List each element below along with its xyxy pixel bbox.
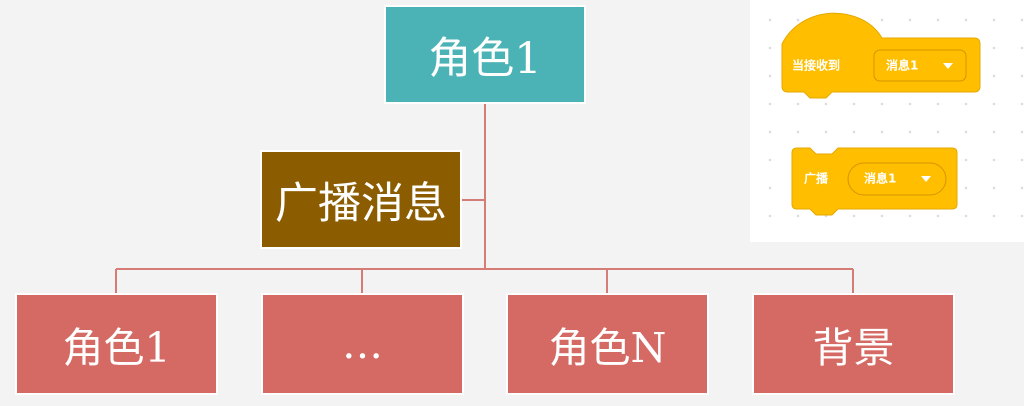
child-node-sprite-1: 角色1 <box>15 293 218 395</box>
hat-block-message-dropdown[interactable]: 消息1 <box>873 49 967 82</box>
broadcast-stack-block[interactable]: 广播 消息1 <box>791 147 958 216</box>
broadcast-block-label: 广播 <box>804 171 829 186</box>
child-node-label: 角色1 <box>62 324 171 372</box>
broadcast-block-dropdown-value: 消息1 <box>864 171 896 186</box>
hat-block-label: 当接收到 <box>792 58 840 73</box>
child-node-ellipsis: … <box>261 293 464 395</box>
child-node-label: 背景 <box>812 324 895 372</box>
top-node-sprite: 角色1 <box>384 5 586 104</box>
triangle-down-icon <box>921 176 931 182</box>
when-i-receive-hat-block[interactable]: 当接收到 消息1 <box>781 12 981 99</box>
top-node-label: 角色1 <box>428 33 542 84</box>
child-node-sprite-n: 角色N <box>506 293 709 395</box>
broadcast-block-message-dropdown[interactable]: 消息1 <box>847 162 947 196</box>
scratch-blocks-panel: 当接收到 消息1 广播 消息1 <box>750 0 1024 242</box>
broadcast-node-label: 广播消息 <box>275 178 447 229</box>
child-node-backdrop: 背景 <box>752 293 955 395</box>
child-node-label: … <box>342 320 383 368</box>
child-node-label: 角色N <box>548 324 667 372</box>
triangle-down-icon <box>943 63 953 69</box>
hat-block-dropdown-value: 消息1 <box>886 58 918 73</box>
broadcast-message-node: 广播消息 <box>260 150 462 249</box>
